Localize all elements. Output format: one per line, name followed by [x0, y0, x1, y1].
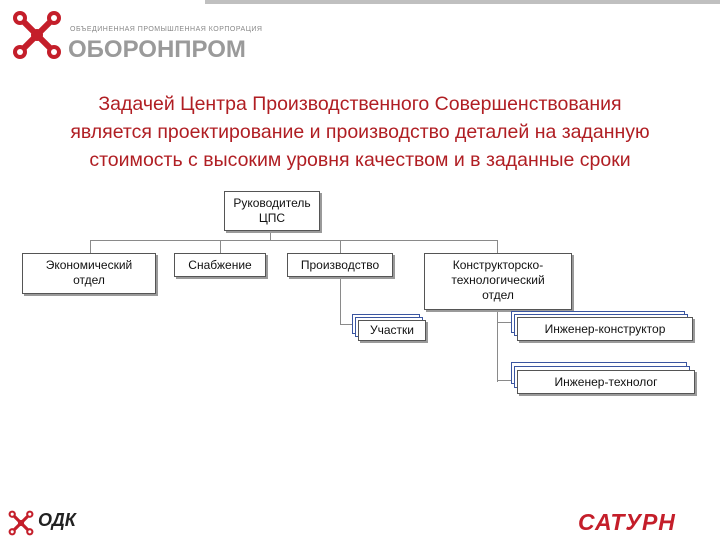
node-label: технологический [451, 273, 545, 287]
connector-line [497, 322, 511, 323]
logo-title: ОБОРОНПРОМ [68, 36, 246, 63]
org-node-production: Производство [287, 253, 393, 277]
org-node-design-engineer: Инженер-конструктор [517, 317, 693, 341]
org-node-supply: Снабжение [174, 253, 266, 277]
org-node-process-engineer: Инженер-технолог [517, 370, 695, 394]
connector-line [90, 240, 498, 241]
headline-line: Задачей Центра Производственного Соверше… [98, 93, 622, 115]
org-node-head: Руководитель ЦПС [224, 191, 320, 231]
node-label: отдел [73, 273, 105, 287]
node-label: Конструкторско- [452, 258, 544, 272]
connector-line [90, 240, 91, 255]
org-node-design: Конструкторско- технологический отдел [424, 253, 572, 310]
connector-line [497, 312, 498, 382]
connector-line [270, 230, 271, 240]
node-label: Инженер-технолог [554, 374, 658, 389]
headline: Задачей Центра Производственного Соверше… [20, 90, 700, 174]
node-label: Руководитель [233, 196, 311, 210]
top-divider-bar [205, 0, 720, 4]
node-label: Участки [370, 323, 414, 337]
connector-line [497, 380, 511, 381]
node-label: Производство [300, 258, 380, 272]
node-label: отдел [482, 288, 514, 302]
org-node-economic: Экономический отдел [22, 253, 156, 294]
node-label: Инженер-конструктор [544, 321, 666, 336]
saturn-logo-text: САТУРН [578, 509, 676, 535]
node-label: Снабжение [188, 258, 252, 272]
logo-subtitle: ОБЪЕДИНЕННАЯ ПРОМЫШЛЕННАЯ КОРПОРАЦИЯ [70, 26, 263, 33]
connector-line [340, 324, 352, 325]
odk-logo-icon [8, 510, 34, 536]
org-node-sections: Участки [358, 320, 426, 341]
node-label: Экономический [45, 258, 133, 272]
oboronprom-logo-icon [13, 11, 61, 59]
connector-line [340, 277, 341, 324]
headline-line: стоимость с высоким уровня качеством и в… [89, 149, 631, 171]
connector-line [340, 240, 341, 255]
connector-line [220, 240, 221, 255]
node-label: ЦПС [258, 211, 286, 225]
headline-line: является проектирование и производство д… [70, 121, 650, 143]
connector-line [497, 240, 498, 255]
odk-logo-text: ОДК [38, 510, 76, 530]
